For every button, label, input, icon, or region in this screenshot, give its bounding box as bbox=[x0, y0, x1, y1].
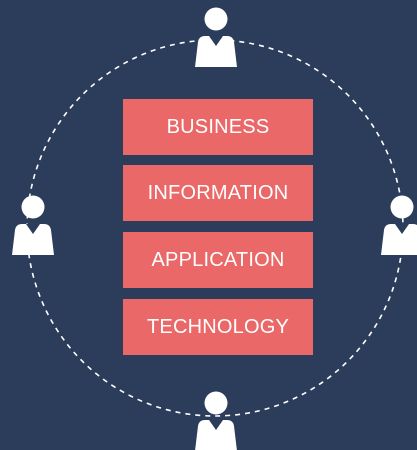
layer-technology: TECHNOLOGY bbox=[123, 299, 313, 355]
layer-business: BUSINESS bbox=[123, 99, 313, 155]
person-icon bbox=[12, 195, 54, 255]
layer-application-label: APPLICATION bbox=[151, 248, 285, 271]
layer-technology-label: TECHNOLOGY bbox=[146, 315, 290, 338]
person-icon bbox=[381, 195, 417, 255]
layer-information-label: INFORMATION bbox=[147, 181, 289, 204]
layer-business-label: BUSINESS bbox=[166, 115, 270, 138]
person-icon bbox=[195, 7, 237, 67]
person-icon bbox=[195, 391, 237, 450]
layer-information: INFORMATION bbox=[123, 165, 313, 221]
layer-application: APPLICATION bbox=[123, 232, 313, 288]
